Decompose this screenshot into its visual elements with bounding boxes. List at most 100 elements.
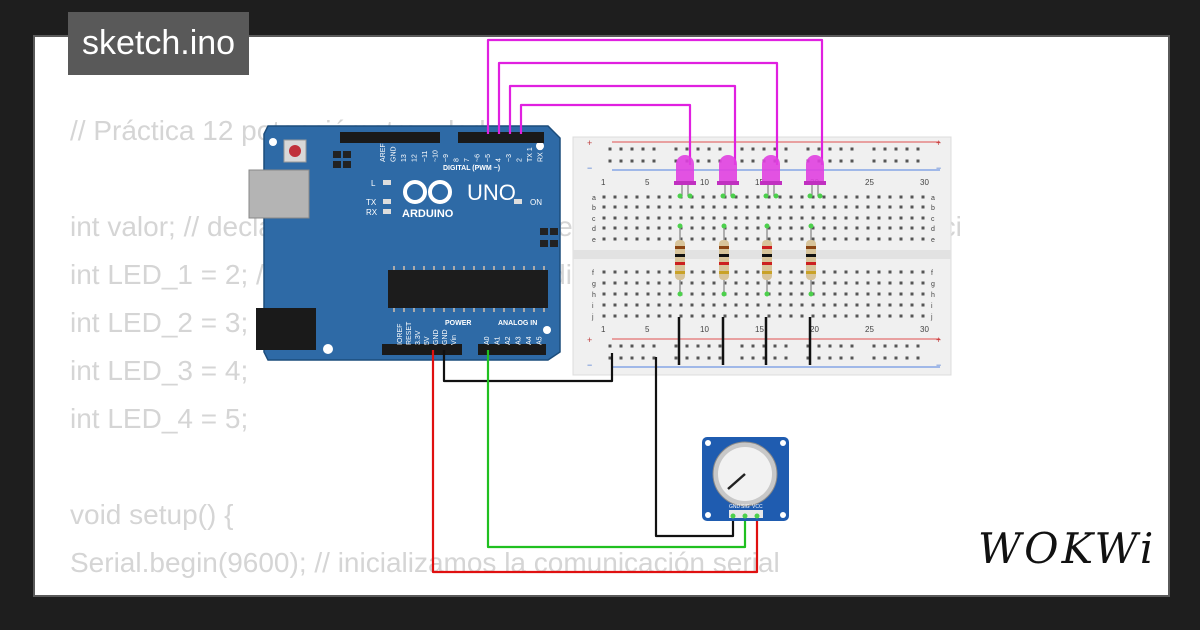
pin-label: RX 0 [538,146,545,162]
pin-label: 3.3V [415,330,422,345]
pin-label: 2 [517,158,524,162]
code-line[interactable]: int LED_2 = 3; [70,307,249,338]
resistor-2[interactable] [719,223,729,297]
row-letter: g [931,281,935,288]
wire-a0[interactable] [486,350,747,549]
led-1[interactable] [674,155,696,199]
power-jack [256,308,316,350]
pot-pin-sig: SIG [741,504,750,510]
column-number: 20 [810,325,819,334]
row-letter: i [592,303,594,310]
wire-led4[interactable] [486,38,824,165]
pin-label: A4 [526,336,533,345]
column-number: 5 [645,178,650,187]
pin-label: ~11 [422,151,429,162]
row-letter: c [592,216,596,223]
svg-text:+: + [936,335,941,345]
pin-label: AREF [380,143,387,162]
row-letter: a [931,195,935,202]
row-letter: h [931,292,935,299]
code-line[interactable]: void setup() { [70,499,234,530]
pin-label: TX 1 [527,147,534,162]
pin-label: IOREF [397,324,404,345]
column-number: 25 [865,178,874,187]
pin-label: A5 [537,336,544,345]
wire-5v[interactable] [431,350,759,574]
row-letter: f [931,270,933,277]
row-letter: a [592,195,596,202]
column-number: 30 [920,325,929,334]
pin-label: A1 [495,336,502,345]
svg-text:−: − [936,163,941,173]
pin-label: ~9 [443,154,450,162]
analog-label: ANALOG IN [498,320,537,327]
wire-gnd[interactable] [442,350,614,383]
row-letter: c [931,216,935,223]
potentiometer[interactable]: GND SIG VCC [702,437,789,521]
row-letter: d [592,226,596,233]
power-label: POWER [445,320,471,327]
column-number: 5 [645,325,650,334]
pin-label: 8 [454,158,461,162]
row-letter: b [931,205,935,212]
resistor-4[interactable] [806,223,816,297]
wire-pot-gnd[interactable] [654,357,735,538]
column-number: 15 [755,325,764,334]
led-3[interactable] [760,155,782,199]
code-line[interactable]: int LED_4 = 5; [70,403,249,434]
pin-label: 12 [412,154,419,162]
svg-text:−: − [587,360,592,370]
wire-led2[interactable] [508,84,737,165]
row-letter: i [931,303,933,310]
pin-label: GND [391,146,398,162]
led-2[interactable] [717,155,739,199]
pin-label: Vin [451,335,458,345]
file-tab[interactable]: sketch.ino [68,12,250,75]
pin-label: GND [433,329,440,345]
wire-led1[interactable] [519,103,692,165]
tx-label: TX [366,198,377,207]
resistor-1[interactable] [675,223,685,297]
pin-label: GND [442,329,449,345]
pin-label: RESET [406,321,413,345]
row-letter: b [592,205,596,212]
code-line[interactable]: int LED_3 = 4; [70,355,249,386]
pot-pin-gnd: GND [729,504,741,510]
pin-label: ~5 [485,154,492,162]
on-label: ON [530,198,542,207]
wire-led3[interactable] [497,61,779,165]
row-letter: e [592,237,596,244]
model-label: UNO [467,180,516,205]
pin-label: ~6 [475,154,482,162]
atmega-chip [388,270,548,308]
row-letter: e [931,237,935,244]
row-letter: g [592,281,596,288]
wokwi-logo: WOKWi [978,524,1157,573]
arduino-uno[interactable]: UNO ARDUINO DIGITAL (PWM ~) POWER ANALOG… [248,125,561,361]
pot-pin-vcc: VCC [752,504,763,510]
reset-button[interactable] [289,145,301,157]
row-letter: h [592,292,596,299]
column-number: 10 [700,178,709,187]
digital-label: DIGITAL (PWM ~) [443,165,500,172]
column-number: 15 [755,178,764,187]
column-number: 1 [601,178,606,187]
pin-label: 13 [401,154,408,162]
pin-label: 4 [496,158,503,162]
rx-label: RX [366,208,378,217]
usb-port [248,169,310,219]
svg-text:+: + [587,335,592,345]
resistor-3[interactable] [762,223,772,297]
pin-label: A3 [516,336,523,345]
led-4[interactable] [804,155,826,199]
svg-text:+: + [936,138,941,148]
column-number: 1 [601,325,606,334]
pin-label: 5V [424,336,431,345]
column-number: 30 [920,178,929,187]
arduino-logo-icon [403,180,452,204]
